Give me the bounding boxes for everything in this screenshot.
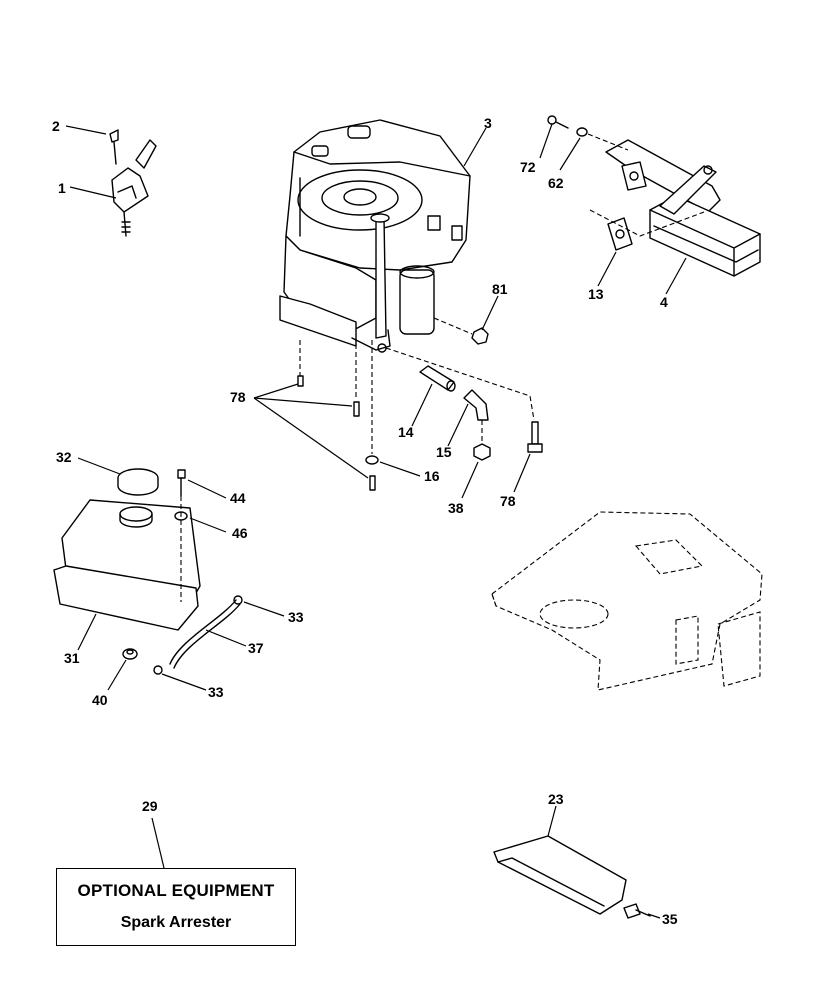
nut-38 xyxy=(473,443,491,461)
muffler xyxy=(605,139,761,277)
grommet-40 xyxy=(122,648,138,660)
callout-31: 31 xyxy=(64,650,80,666)
gasket-62 xyxy=(576,127,588,137)
pipe-14 xyxy=(419,365,456,392)
spark-arrester-label: Spark Arrester xyxy=(120,914,232,931)
callout-32: 32 xyxy=(56,449,72,465)
callout-23: 23 xyxy=(548,791,564,807)
elbow-15 xyxy=(463,389,489,421)
callout-62: 62 xyxy=(548,175,564,191)
callout-44: 44 xyxy=(230,490,246,506)
callout-78-right: 78 xyxy=(500,493,516,509)
callout-81: 81 xyxy=(492,281,508,297)
callout-16: 16 xyxy=(424,468,440,484)
fuel-cap xyxy=(117,468,159,496)
callout-33-bottom: 33 xyxy=(208,684,224,700)
washer-46 xyxy=(174,511,188,521)
engine xyxy=(279,119,471,353)
fuel-tank xyxy=(53,499,201,631)
callout-15: 15 xyxy=(436,444,452,460)
callout-14: 14 xyxy=(398,424,414,440)
frame-reference xyxy=(491,511,763,691)
callout-13: 13 xyxy=(588,286,604,302)
fuel-line-37 xyxy=(169,599,241,669)
callout-3: 3 xyxy=(484,115,492,131)
bolt-44 xyxy=(177,469,186,497)
heat-shield-23 xyxy=(493,835,627,915)
callout-38: 38 xyxy=(448,500,464,516)
clamp-33-bottom xyxy=(153,665,163,675)
nut-81 xyxy=(471,327,489,345)
callout-46: 46 xyxy=(232,525,248,541)
optional-equipment-box: OPTIONAL EQUIPMENT Spark Arrester xyxy=(56,868,296,946)
throttle-bracket xyxy=(109,129,157,237)
callout-1: 1 xyxy=(58,180,66,196)
callout-2: 2 xyxy=(52,118,60,134)
callout-29: 29 xyxy=(142,798,158,814)
gasket-13 xyxy=(607,217,633,251)
callout-40: 40 xyxy=(92,692,108,708)
screw-35 xyxy=(623,903,651,919)
washer-16 xyxy=(365,455,379,465)
callout-33-top: 33 xyxy=(288,609,304,625)
callout-37: 37 xyxy=(248,640,264,656)
bolts-78-left xyxy=(297,375,376,491)
callout-72: 72 xyxy=(520,159,536,175)
callout-35: 35 xyxy=(662,911,678,927)
optional-equipment-title: OPTIONAL EQUIPMENT xyxy=(77,881,275,900)
clamp-33-top xyxy=(233,595,243,605)
bolt-78-right xyxy=(527,421,543,453)
callout-4: 4 xyxy=(660,294,668,310)
callout-78-left: 78 xyxy=(230,389,246,405)
